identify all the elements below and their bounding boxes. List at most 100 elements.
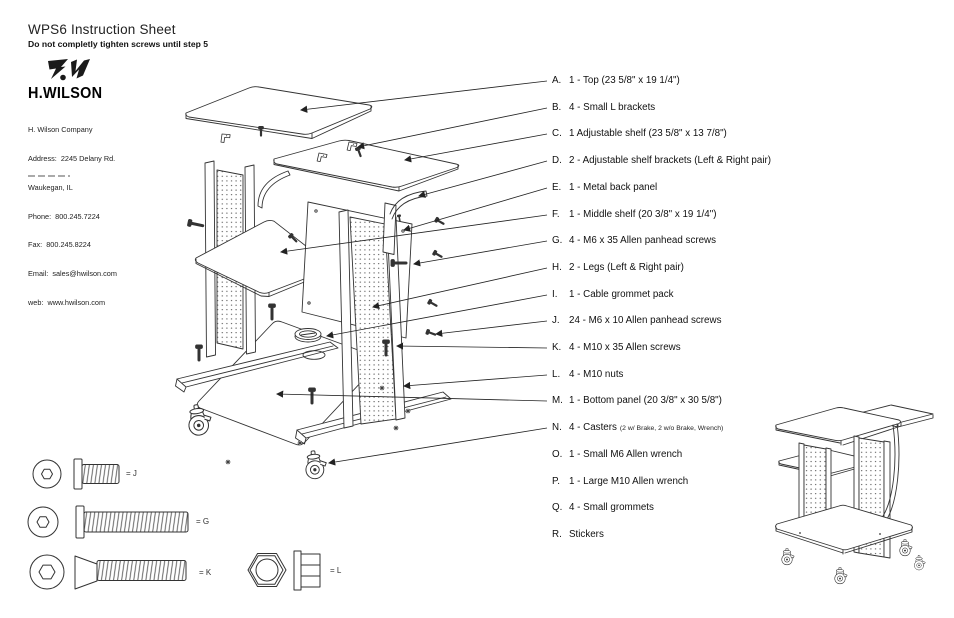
part-row-p: P. 1 - Large M10 Allen wrench bbox=[552, 476, 852, 487]
leader-lines bbox=[275, 80, 548, 466]
fine-print bbox=[28, 175, 70, 177]
part-row-h: H. 2 - Legs (Left & Right pair) bbox=[552, 262, 852, 273]
part-text: 4 - M6 x 35 Allen panhead screws bbox=[569, 235, 717, 246]
part-row-a: A. 1 - Top (23 5/8" x 19 1/4") bbox=[552, 75, 852, 86]
leader-H bbox=[372, 267, 548, 310]
part-letter: B. bbox=[552, 102, 562, 113]
part-text: 2 - Legs (Left & Right pair) bbox=[569, 262, 684, 273]
leader-L bbox=[402, 374, 548, 390]
part-row-q: Q. 4 - Small grommets bbox=[552, 502, 852, 513]
right-leg bbox=[338, 209, 406, 429]
left-foot bbox=[175, 341, 339, 393]
company-web: web: www.hwilson.com bbox=[28, 297, 106, 307]
leader-N bbox=[328, 427, 548, 466]
part-letter: H. bbox=[552, 262, 562, 273]
hardware-k-icon bbox=[29, 554, 187, 590]
part-letter: M. bbox=[552, 395, 563, 406]
part-row-c: C. 1 Adjustable shelf (23 5/8" x 13 7/8") bbox=[552, 128, 852, 139]
leader-G bbox=[413, 240, 548, 267]
part-row-r: R. Stickers bbox=[552, 529, 852, 540]
shelf-bracket-left bbox=[257, 170, 291, 209]
shelf-bracket-right bbox=[382, 190, 428, 255]
company-fax: Fax: 800.245.8224 bbox=[28, 240, 91, 250]
part-letter: L. bbox=[552, 369, 561, 380]
part-text: 4 - M10 x 35 Allen screws bbox=[569, 342, 681, 353]
leader-J bbox=[434, 320, 548, 337]
leader-I bbox=[326, 294, 548, 339]
part-letter: Q. bbox=[552, 502, 563, 513]
hardware-icons bbox=[27, 458, 321, 591]
part-row-d: D. 2 - Adjustable shelf brackets (Left & … bbox=[552, 155, 852, 166]
part-letter: I. bbox=[552, 289, 558, 300]
page-subtitle: Do not completly tighten screws until st… bbox=[28, 39, 209, 49]
hardware-g-icon bbox=[27, 505, 189, 539]
part-text: 4 - Small grommets bbox=[569, 502, 654, 513]
part-text: 1 - Middle shelf (20 3/8" x 19 1/4") bbox=[569, 209, 717, 220]
part-row-n: N.4 - Casters(2 w/ Brake, 2 w/o Brake, W… bbox=[552, 422, 852, 433]
exploded-view bbox=[175, 86, 460, 481]
hardware-label-j: = J bbox=[126, 469, 137, 478]
part-letter: P. bbox=[552, 476, 560, 487]
part-letter: A. bbox=[552, 75, 562, 86]
hwilson-logo-mark bbox=[48, 59, 90, 81]
part-text: 1 - Large M10 Allen wrench bbox=[569, 476, 689, 487]
part-text: 1 Adjustable shelf (23 5/8" x 13 7/8") bbox=[569, 128, 727, 139]
part-letter: D. bbox=[552, 155, 562, 166]
part-text: 1 - Top (23 5/8" x 19 1/4") bbox=[569, 75, 680, 86]
company-phone: Phone: 800.245.7224 bbox=[28, 211, 100, 221]
leader-B bbox=[357, 107, 548, 150]
part-text: 4 - M10 nuts bbox=[569, 369, 624, 380]
cable-grommet bbox=[294, 328, 326, 360]
part-row-i: I. 1 - Cable grommet pack bbox=[552, 289, 852, 300]
company-info: H. Wilson Company Address: 2245 Delany R… bbox=[28, 106, 117, 327]
part-text: 24 - M6 x 10 Allen panhead screws bbox=[569, 315, 722, 326]
hardware-label-k: = K bbox=[199, 568, 212, 577]
hardware-j-icon bbox=[32, 458, 120, 490]
hardware-label-l: = L bbox=[330, 566, 342, 575]
part-letter: J. bbox=[552, 315, 560, 326]
part-text: 1 - Metal back panel bbox=[569, 182, 658, 193]
part-row-b: B. 4 - Small L brackets bbox=[552, 102, 852, 113]
part-text: 4 - Casters bbox=[569, 422, 617, 433]
hwilson-logo-wordmark: H.WILSON bbox=[28, 85, 103, 102]
part-row-j: J. 24 - M6 x 10 Allen panhead screws bbox=[552, 315, 852, 326]
part-row-f: F. 1 - Middle shelf (20 3/8" x 19 1/4") bbox=[552, 209, 852, 220]
leader-M bbox=[275, 390, 548, 402]
leader-C bbox=[404, 133, 548, 163]
part-text: Stickers bbox=[569, 529, 604, 540]
hardware-l-icon bbox=[247, 550, 321, 591]
part-letter: C. bbox=[552, 128, 562, 139]
part-row-l: L. 4 - M10 nuts bbox=[552, 369, 852, 380]
part-row-e: E. 1 - Metal back panel bbox=[552, 182, 852, 193]
part-text: 2 - Adjustable shelf brackets (Left & Ri… bbox=[569, 155, 772, 166]
part-letter: E. bbox=[552, 182, 562, 193]
company-city: Waukegan, IL bbox=[28, 182, 73, 192]
part-row-k: K. 4 - M10 x 35 Allen screws bbox=[552, 342, 852, 353]
part-row-g: G. 4 - M6 x 35 Allen panhead screws bbox=[552, 235, 852, 246]
part-text: 1 - Cable grommet pack bbox=[569, 289, 674, 300]
caster-icon bbox=[303, 449, 329, 481]
top-panel bbox=[185, 86, 373, 139]
hardware-label-g: = G bbox=[196, 517, 210, 526]
leader-K bbox=[395, 342, 548, 350]
part-text: 1 - Small M6 Allen wrench bbox=[569, 449, 683, 460]
page-title: WPS6 Instruction Sheet bbox=[28, 22, 176, 37]
part-letter: G. bbox=[552, 235, 563, 246]
company-address: Address: 2245 Delany Rd. bbox=[28, 153, 116, 163]
leader-D bbox=[418, 160, 548, 198]
part-row-o: O.1 - Small M6 Allen wrench bbox=[552, 449, 852, 460]
part-text: 4 - Small L brackets bbox=[569, 102, 656, 113]
part-text: 1 - Bottom panel (20 3/8" x 30 5/8") bbox=[569, 395, 722, 406]
l-bracket-icon bbox=[219, 132, 232, 144]
leader-F bbox=[279, 214, 548, 255]
company-name: H. Wilson Company bbox=[28, 125, 93, 135]
part-note: (2 w/ Brake, 2 w/o Brake, Wrench) bbox=[619, 425, 724, 432]
company-email: Email: sales@hwilson.com bbox=[28, 269, 117, 279]
adjustable-shelf bbox=[273, 139, 460, 192]
part-letter: K. bbox=[552, 342, 562, 353]
part-row-m: M. 1 - Bottom panel (20 3/8" x 30 5/8") bbox=[552, 395, 852, 406]
part-letter: R. bbox=[552, 529, 562, 540]
part-letter: F. bbox=[552, 209, 560, 220]
